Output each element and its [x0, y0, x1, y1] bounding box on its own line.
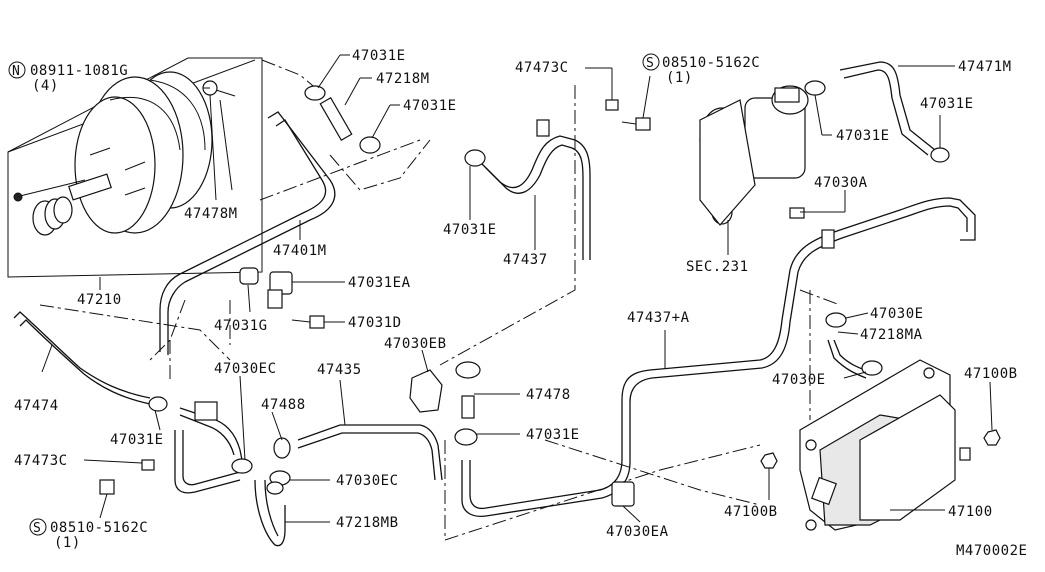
- label-qty-1-bottom: (1): [54, 535, 81, 551]
- label-47100B-a: 47100B: [964, 366, 1018, 382]
- label-47478: 47478: [526, 387, 571, 403]
- n-symbol: N: [8, 61, 26, 79]
- label-47218MB: 47218MB: [336, 515, 399, 531]
- label-47471M: 47471M: [958, 59, 1012, 75]
- label-qty-1-top: (1): [666, 70, 693, 86]
- label-47100B-b: 47100B: [724, 504, 778, 520]
- phantom-lines: [39, 59, 841, 541]
- label-47031E-a: 47031E: [352, 48, 406, 64]
- label-47031G: 47031G: [214, 318, 268, 334]
- label-47031E-c: 47031E: [920, 96, 974, 112]
- label-47488: 47488: [261, 397, 306, 413]
- label-qty-4: (4): [32, 78, 59, 94]
- label-47478M: 47478M: [184, 206, 238, 222]
- small-parts: [99, 80, 1001, 531]
- s-symbol-top-letter: S: [646, 56, 654, 71]
- label-47031E-d: 47031E: [836, 128, 890, 144]
- label-47030E-b: 47030E: [772, 372, 826, 388]
- label-47100: 47100: [948, 504, 993, 520]
- label-08911-1081G: 08911-1081G: [30, 63, 128, 79]
- leader-lines: [41, 54, 993, 523]
- s-symbol-bottom: S: [29, 518, 47, 536]
- label-47030A: 47030A: [814, 175, 868, 191]
- n-symbol-letter: N: [12, 64, 20, 79]
- label-47030EA: 47030EA: [606, 524, 669, 540]
- label-47474: 47474: [14, 398, 59, 414]
- label-47401M: 47401M: [273, 243, 327, 259]
- label-47473C-left: 47473C: [14, 453, 68, 469]
- brake-booster-assembly: [7, 57, 263, 278]
- pipes: [13, 61, 976, 547]
- s-symbol-top: S: [642, 53, 660, 71]
- label-47030EC-b: 47030EC: [336, 473, 399, 489]
- label-08510-5162C-bottom: 08510-5162C: [50, 520, 148, 536]
- part-labels: 08911-1081G (4) 47031E 47218M 47031E 474…: [14, 48, 1027, 559]
- label-08510-5162C-top: 08510-5162C: [662, 55, 760, 71]
- label-47435: 47435: [317, 362, 362, 378]
- label-47210: 47210: [77, 292, 122, 308]
- s-symbol-bottom-letter: S: [33, 521, 41, 536]
- diagram-code: M470002E: [956, 543, 1027, 559]
- label-47031EA: 47031EA: [348, 275, 411, 291]
- label-47437-A: 47437+A: [627, 310, 690, 326]
- label-47031D: 47031D: [348, 315, 402, 331]
- label-47030EC-a: 47030EC: [214, 361, 277, 377]
- label-47030E-a: 47030E: [870, 306, 924, 322]
- label-47031E-f: 47031E: [526, 427, 580, 443]
- label-47473C-top: 47473C: [515, 60, 569, 76]
- label-47031E-g: 47031E: [110, 432, 164, 448]
- label-47218MA: 47218MA: [860, 327, 923, 343]
- label-sec-231: SEC.231: [686, 259, 749, 275]
- label-47437: 47437: [503, 252, 548, 268]
- label-47031E-b: 47031E: [403, 98, 457, 114]
- label-47031E-e: 47031E: [443, 222, 497, 238]
- label-47218M: 47218M: [376, 71, 430, 87]
- label-47030EB: 47030EB: [384, 336, 447, 352]
